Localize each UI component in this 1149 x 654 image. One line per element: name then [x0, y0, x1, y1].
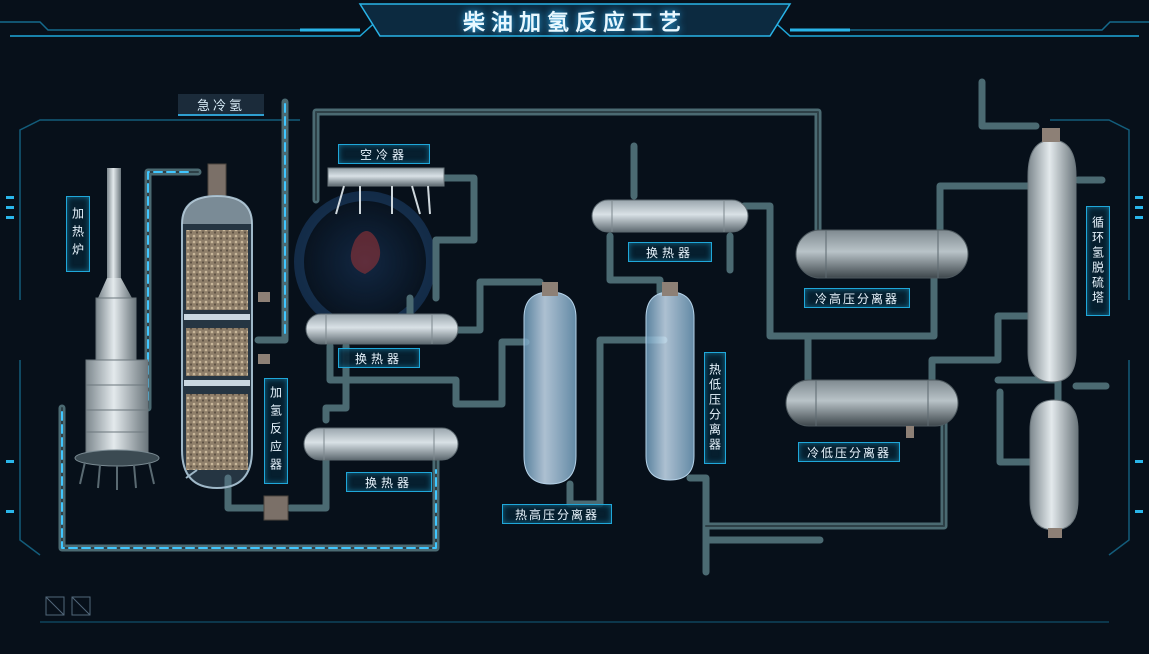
- recycle-desulfur-tower: [1027, 128, 1079, 538]
- quench-hydrogen-label: 急冷氢: [178, 94, 264, 116]
- air-cooler: [327, 167, 445, 215]
- cold-lp-separator-label: 冷低压分离器: [798, 442, 900, 462]
- corner-icons: [45, 596, 91, 616]
- hot-lp-separator: [645, 282, 695, 481]
- watermark-logo: [293, 190, 437, 334]
- title-bar: [300, 3, 850, 37]
- heat-exchanger-2-label: 换热器: [628, 242, 712, 262]
- cold-hp-separator-label: 冷高压分离器: [804, 288, 910, 308]
- hot-hp-separator-label: 热高压分离器: [502, 504, 612, 524]
- air-cooler-label: 空冷器: [338, 144, 430, 164]
- heat-exchanger-2: [591, 199, 749, 233]
- cold-hp-separator: [795, 229, 969, 279]
- page-title: 柴油加氢反应工艺: [462, 11, 687, 36]
- recycle-desulfur-tower-label: 循环氢脱硫塔: [1086, 206, 1110, 316]
- hydro-reactor: [181, 163, 289, 521]
- heating-furnace-label: 加热炉: [66, 196, 90, 272]
- hot-lp-separator-label: 热低压分离器: [704, 352, 726, 464]
- hot-hp-separator: [523, 282, 577, 485]
- heat-exchanger-3: [303, 427, 459, 461]
- hydro-reactor-label: 加氢反应器: [264, 378, 288, 484]
- cold-lp-separator: [785, 379, 959, 438]
- heating-furnace: [74, 168, 160, 490]
- pipes: [58, 78, 1110, 576]
- heat-exchanger-1-label: 换热器: [338, 348, 420, 368]
- heat-exchanger-3-label: 换热器: [346, 472, 432, 492]
- heat-exchanger-1: [305, 313, 459, 345]
- frame-dots: [6, 196, 1143, 513]
